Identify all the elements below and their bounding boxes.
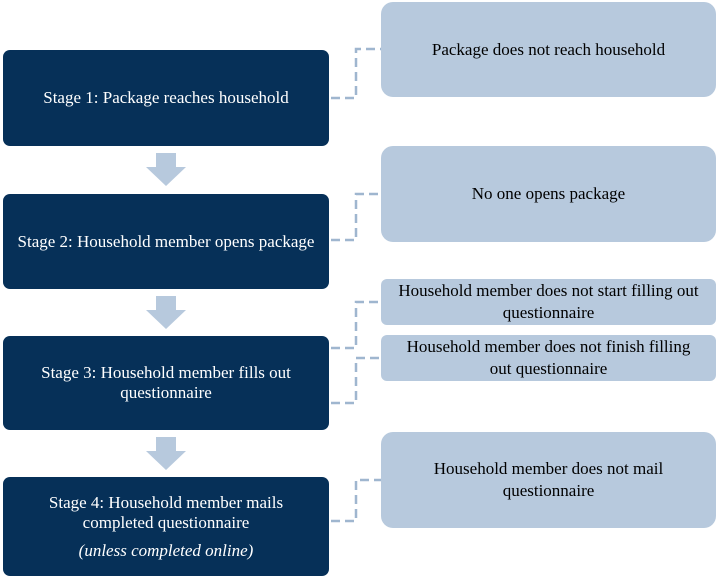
outcome-2-label: No one opens package	[471, 184, 626, 203]
connector-stage4-outcome5	[331, 478, 381, 523]
stage-2-box: Stage 2: Household member opens package	[3, 194, 329, 289]
stage-3-label: Stage 3: Household member fills out ques…	[41, 363, 291, 402]
outcome-5-label: Household member does not mail questionn…	[433, 459, 664, 500]
connector-stage2-outcome2	[331, 192, 381, 242]
stage-4-box: Stage 4: Household member mails complete…	[3, 477, 329, 576]
outcome-3-box: Household member does not start filling …	[381, 279, 716, 325]
stage-4-label: Stage 4: Household member mails complete…	[48, 492, 284, 532]
connector-stage1-outcome1	[331, 47, 381, 100]
stage-3-box: Stage 3: Household member fills out ques…	[3, 336, 329, 430]
stage-2-label: Stage 2: Household member opens package	[17, 231, 315, 251]
stage-1-label: Stage 1: Package reaches household	[43, 88, 289, 107]
outcome-4-box: Household member does not finish filling…	[381, 335, 716, 381]
down-arrow-icon	[146, 153, 186, 186]
outcome-4-label: Household member does not finish filling…	[406, 337, 691, 378]
outcome-2-box: No one opens package	[381, 146, 716, 242]
outcome-3-label: Household member does not start filling …	[398, 281, 699, 322]
connector-stage3-outcome4	[331, 356, 381, 405]
outcome-1-label: Package does not reach household	[431, 39, 666, 59]
stage-1-box: Stage 1: Package reaches household	[3, 50, 329, 146]
outcome-5-box: Household member does not mail questionn…	[381, 432, 716, 528]
down-arrow-icon	[146, 296, 186, 329]
down-arrow-icon	[146, 437, 186, 470]
outcome-1-box: Package does not reach household	[381, 2, 716, 97]
stage-4-note: (unless completed online)	[78, 540, 254, 560]
connector-stage3-outcome3	[331, 300, 381, 350]
